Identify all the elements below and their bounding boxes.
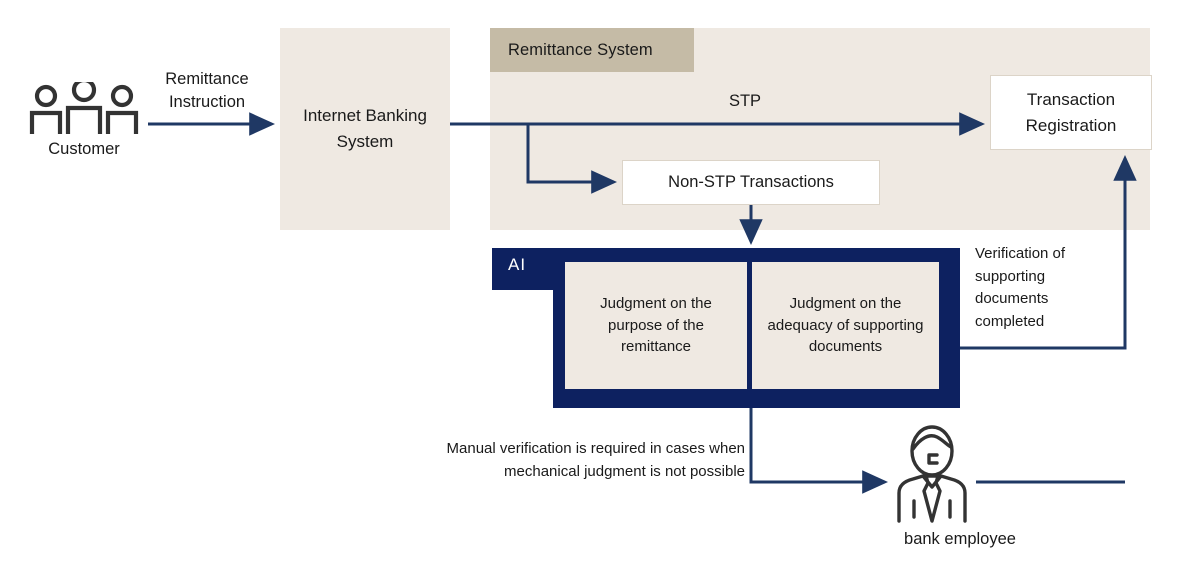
edge-label-verification-completed: Verification of supporting documents com…: [975, 245, 1066, 330]
remittance-system-header: Remittance System: [490, 28, 694, 72]
remittance-system-title: Remittance System: [508, 40, 653, 59]
edge-label-stp: STP: [728, 92, 762, 110]
ai-group-label: AI: [508, 255, 527, 274]
node-transaction-registration-label: Transaction Registration: [1025, 90, 1117, 135]
business-person-icon: [893, 425, 971, 525]
bank-employee-label: bank employee: [904, 530, 1016, 548]
edge-ai-to-bank-employee: [749, 408, 889, 494]
node-ai-judgment-documents-label: Judgment on the adequacy of supporting d…: [767, 294, 924, 356]
node-internet-banking-system-label: Internet Banking System: [303, 105, 427, 151]
node-non-stp-transactions: Non-STP Transactions: [622, 160, 880, 205]
node-ai-judgment-documents: Judgment on the adequacy of supporting d…: [752, 262, 939, 389]
edge-label-remittance-instruction: Remittance Instruction: [165, 70, 249, 112]
node-ai-judgment-purpose: Judgment on the purpose of the remittanc…: [565, 262, 747, 389]
three-people-icon: [24, 77, 144, 140]
node-internet-banking-system: Internet Banking System: [280, 28, 450, 230]
node-non-stp-transactions-label: Non-STP Transactions: [668, 173, 834, 191]
node-ai-judgment-purpose-label: Judgment on the purpose of the remittanc…: [600, 294, 712, 356]
node-transaction-registration: Transaction Registration: [990, 75, 1152, 150]
edge-label-manual-verification: Manual verification is required in cases…: [446, 440, 745, 481]
customer-label: Customer: [48, 140, 120, 158]
